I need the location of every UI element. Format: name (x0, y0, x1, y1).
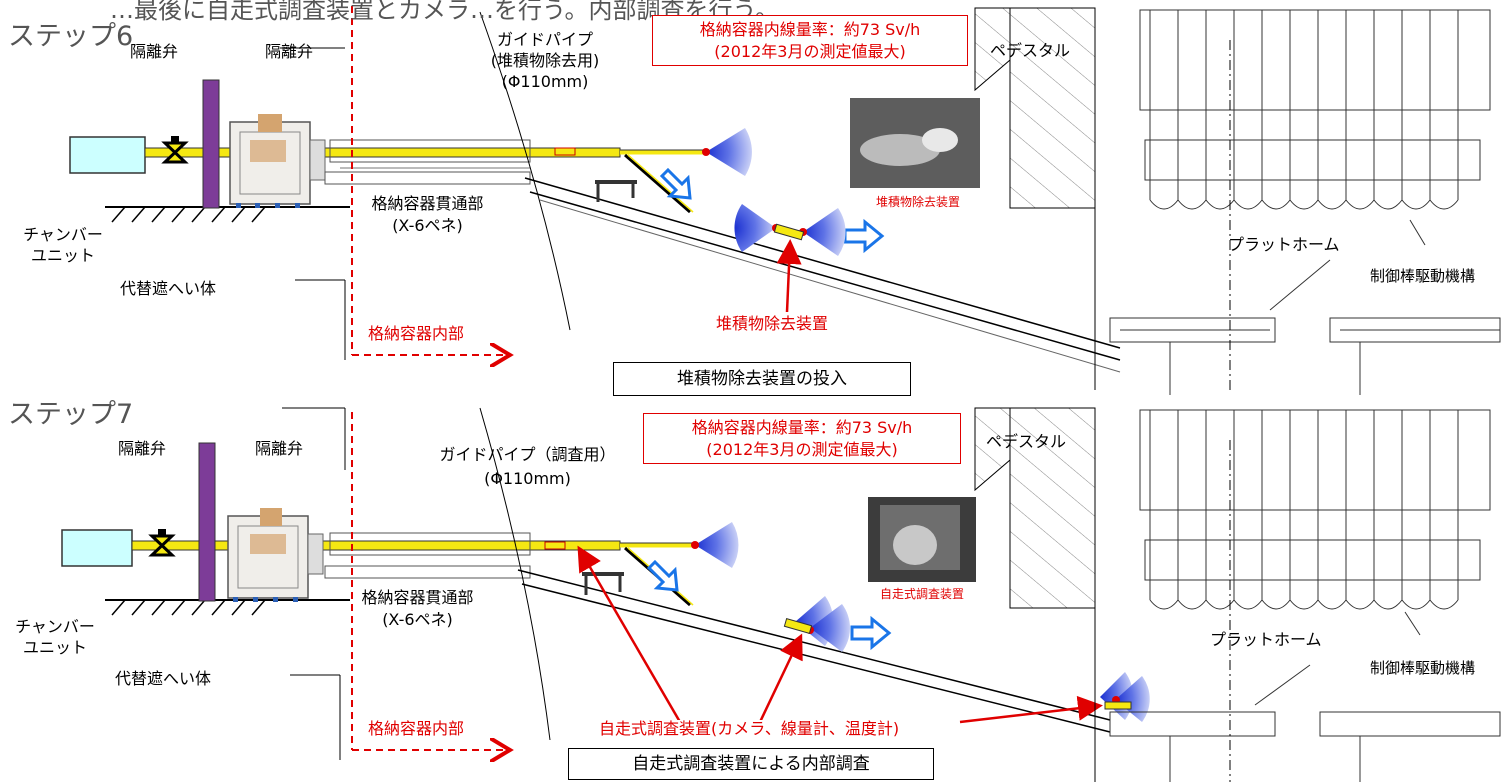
step6-caption: 堆積物除去装置の投入 (613, 362, 911, 396)
photo-label: 堆積物除去装置 (856, 193, 980, 210)
step7-drawing (61, 407, 1501, 782)
self-propelled-device (783, 617, 813, 635)
blue-arrow-2 (843, 218, 885, 254)
guide-pipe-label-2: ガイドパイプ（調査用）(Φ110mm) (439, 445, 616, 488)
inside-label: 格納容器内部 (368, 324, 465, 343)
crd-mechanism (1139, 9, 1491, 210)
crd-label: 制御棒駆動機構 (1370, 267, 1476, 285)
isolation-valve-3 (148, 529, 176, 557)
pedestal-label-2: ペデスタル (986, 432, 1067, 451)
shield-label: 代替遮へい体 (120, 279, 217, 298)
blue-arrow-4 (850, 615, 892, 651)
blue-arrow-1 (659, 167, 692, 200)
valve1-label: 隔離弁 (130, 42, 179, 61)
dose-rate-box-2: 格納容器内線量率：約73 Sv/h(2012年3月の測定値最大) (643, 413, 961, 465)
shield-wall-2 (198, 442, 216, 602)
blue-arrow-3 (646, 559, 679, 592)
self-propelled-device-platform (1104, 701, 1132, 710)
step6-title: ステップ6 (8, 21, 134, 52)
device-label: 堆積物除去装置 (716, 314, 829, 333)
penetration-label: 格納容器貫通部(X-6ペネ) (371, 194, 484, 236)
shield-wall (202, 79, 220, 209)
signal-wave-4 (691, 522, 739, 568)
chamber-label: チャンバーユニット (23, 225, 103, 265)
valve2-label: 隔離弁 (265, 42, 314, 61)
chamber-unit (69, 136, 146, 174)
valve4-label: 隔離弁 (255, 439, 304, 458)
platform-label-2: プラットホーム (1210, 630, 1322, 649)
inside-label-2: 格納容器内部 (368, 719, 465, 738)
dose-rate-box: 格納容器内線量率：約73 Sv/h(2012年3月の測定値最大) (652, 15, 968, 67)
chamber-label-2: チャンバーユニット (15, 617, 95, 657)
pedestal-label: ペデスタル (990, 41, 1071, 60)
chamber-unit-2 (61, 529, 133, 567)
platform-2 (1109, 711, 1501, 782)
step6-drawing (69, 6, 1501, 395)
penetration-label-2: 格納容器貫通部(X-6ペネ) (361, 588, 474, 630)
platform-label: プラットホーム (1228, 235, 1340, 254)
signal-wave-1 (702, 128, 752, 176)
platform (1109, 317, 1501, 395)
step7-title: ステップ7 (8, 399, 134, 430)
step7-caption: 自走式調査装置による内部調査 (568, 748, 934, 780)
guide-pipe-label: ガイドパイプ(堆積物除去用)(Φ110mm) (490, 30, 600, 91)
shield-label-2: 代替遮へい体 (115, 669, 212, 688)
photo-label-2: 自走式調査装置 (862, 585, 982, 602)
isolation-valve-1 (161, 136, 189, 164)
signal-wave-3 (799, 208, 846, 256)
valve3-label: 隔離弁 (118, 439, 167, 458)
device-label-2: 自走式調査装置(カメラ、線量計、温度計) (597, 719, 902, 739)
crd-label-2: 制御棒駆動機構 (1370, 659, 1476, 677)
crd-mechanism-2 (1139, 409, 1491, 610)
deposit-removal-device (773, 223, 805, 241)
signal-wave-6 (1100, 672, 1150, 722)
